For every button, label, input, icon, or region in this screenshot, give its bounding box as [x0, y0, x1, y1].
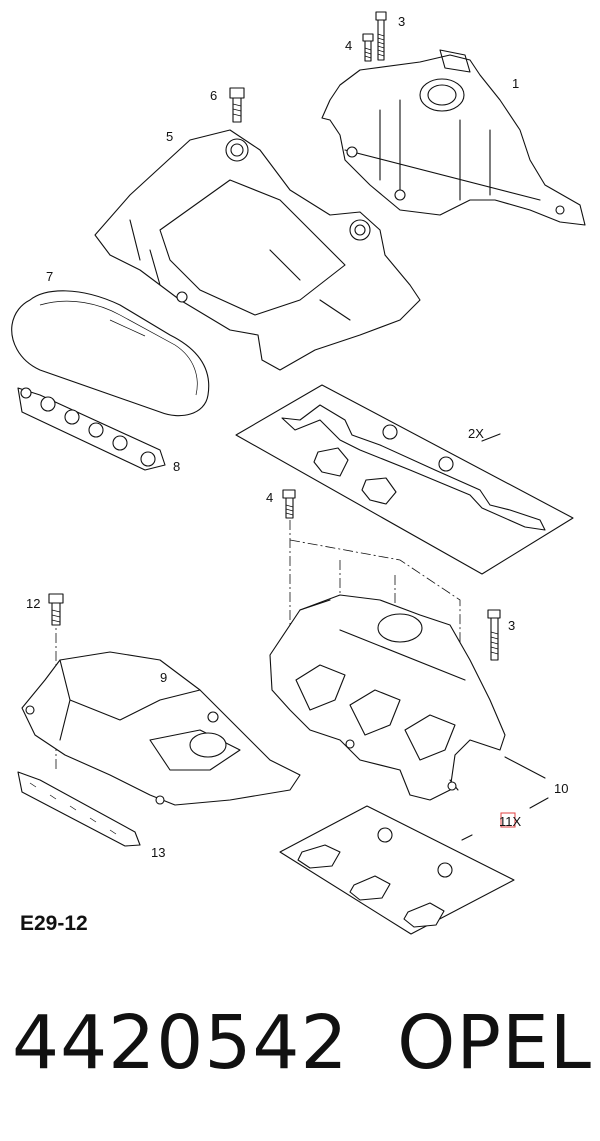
- bolt-12: [48, 593, 64, 626]
- callout-7: 7: [46, 269, 53, 284]
- highlight-marker: [500, 812, 516, 828]
- part-number-banner: 4420542 OPEL: [12, 1000, 592, 1086]
- brand-name: OPEL: [397, 1000, 592, 1086]
- callout-2x: 2X: [468, 426, 484, 441]
- callout-13: 13: [151, 845, 165, 860]
- bolt-4-mid: [282, 489, 296, 519]
- bolt-3-top: [375, 11, 387, 61]
- callout-11x: 11X: [499, 814, 521, 829]
- callout-8: 8: [173, 459, 180, 474]
- callout-6: 6: [210, 88, 217, 103]
- callout-3-mid: 3: [508, 618, 515, 633]
- callout-5: 5: [166, 129, 173, 144]
- part-9-engine-cover: [21, 651, 301, 806]
- part-2x-gasket-set: [235, 384, 574, 575]
- bolt-4-top: [362, 33, 374, 62]
- figure-code: E29-12: [20, 912, 88, 935]
- leader-10: [504, 756, 546, 779]
- part-1-upper-cover: [321, 49, 586, 226]
- bolt-6: [229, 87, 245, 123]
- bolt-3-mid: [487, 609, 501, 661]
- callout-12: 12: [26, 596, 40, 611]
- callout-9: 9: [160, 670, 167, 685]
- callout-4-mid: 4: [266, 490, 273, 505]
- part-5-lower-cover: [94, 129, 421, 371]
- callout-10: 10: [554, 781, 568, 796]
- part-8-seal-strip: [17, 387, 166, 471]
- part-number: 4420542: [12, 1000, 349, 1086]
- part-11x-gasket-set: [279, 797, 549, 935]
- part-7-insulation-pad: [11, 290, 210, 417]
- part-13-seal-strip: [17, 771, 141, 847]
- callout-3-top: 3: [398, 14, 405, 29]
- callout-4-top: 4: [345, 38, 352, 53]
- part-10-intake-manifold: [269, 594, 506, 801]
- callout-1: 1: [512, 76, 519, 91]
